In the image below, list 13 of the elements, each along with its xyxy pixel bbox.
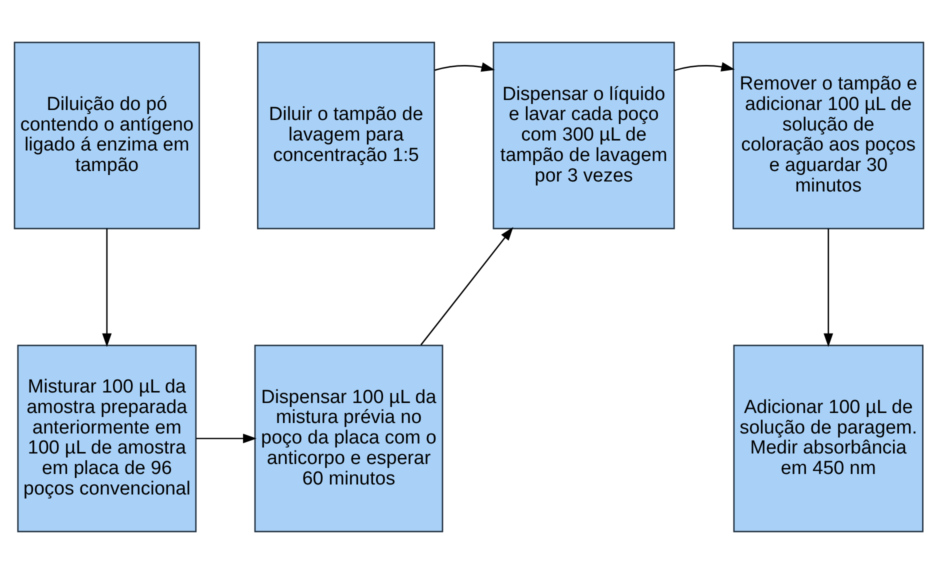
arrow <box>674 62 734 72</box>
node-box: Misturar 100 µL da amostra preparada anteriormente em 100 µL de amostra em placa de 96 poços convencional <box>16 344 196 532</box>
node-box: Diluição do pó contendo o antígeno ligado á enzima em tampão <box>13 42 200 230</box>
arrow <box>434 62 494 72</box>
arrow <box>420 226 513 346</box>
node-box: Remover o tampão e adicionar 100 µL de solução de coloração aos poços e aguardar 30 minutos <box>732 42 924 230</box>
arrow <box>102 228 112 347</box>
node-box: Adicionar 100 µL de solução de paragem. Medir absorbância em 450 nm <box>732 344 923 532</box>
node-box: Diluir o tampão de lavagem para concentração 1:5 <box>256 42 435 230</box>
arrow <box>196 434 256 444</box>
arrow <box>823 228 833 347</box>
node-box: Dispensar 100 µL da mistura prévia no poço da placa com o anticorpo e esperar 60 minutos <box>254 344 443 532</box>
node-box: Dispensar o líquido e lavar cada poço com 300 µL de tampão de lavagem por 3 vezes <box>492 42 674 230</box>
